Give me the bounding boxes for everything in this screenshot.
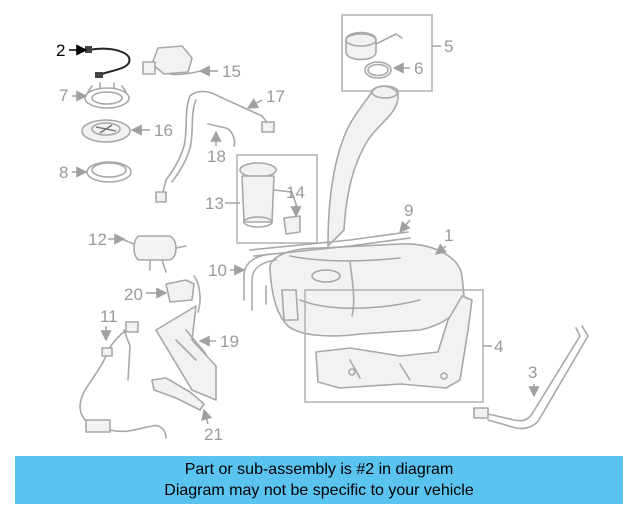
part-18-vent-hose xyxy=(155,90,275,203)
callout-17: 17 xyxy=(246,87,285,109)
svg-text:8: 8 xyxy=(59,163,68,182)
svg-text:14: 14 xyxy=(286,183,305,202)
callout-2: 2 xyxy=(56,41,88,60)
callout-21: 21 xyxy=(201,408,223,444)
part-2-wire-harness xyxy=(85,46,131,78)
svg-text:10: 10 xyxy=(208,261,227,280)
callout-15: 15 xyxy=(198,62,241,81)
part-21-sensor xyxy=(151,377,205,411)
info-banner: Part or sub-assembly is #2 in diagram Di… xyxy=(15,456,623,504)
part-12-fuel-filter xyxy=(123,235,187,273)
callout-5: 5 xyxy=(444,37,453,56)
svg-text:5: 5 xyxy=(444,37,453,56)
svg-text:18: 18 xyxy=(207,147,226,166)
part-20-bracket xyxy=(165,275,201,313)
callout-7: 7 xyxy=(59,86,88,105)
callout-16: 16 xyxy=(130,121,173,140)
banner-line-2: Diagram may not be specific to your vehi… xyxy=(164,482,474,499)
callout-12: 12 xyxy=(88,230,126,249)
callout-13: 13 xyxy=(205,194,240,213)
callout-19: 19 xyxy=(198,332,239,351)
part-15-connector xyxy=(142,45,207,76)
part-13-box xyxy=(236,154,318,244)
part-10-fuel-lines xyxy=(243,253,277,311)
svg-text:1: 1 xyxy=(444,226,453,245)
part-19-shield xyxy=(155,305,217,401)
svg-text:9: 9 xyxy=(404,201,413,220)
svg-text:7: 7 xyxy=(59,86,68,105)
part-3-strap xyxy=(473,325,589,430)
svg-text:11: 11 xyxy=(100,307,118,326)
callout-18: 18 xyxy=(207,130,226,166)
callout-6: 6 xyxy=(392,59,423,78)
part-7-lock-ring xyxy=(84,82,130,109)
part-filler-neck xyxy=(327,85,399,247)
callout-1: 1 xyxy=(434,226,453,255)
svg-text:6: 6 xyxy=(414,59,423,78)
part-16-plate xyxy=(81,119,131,143)
part-5-box xyxy=(341,14,441,92)
svg-text:12: 12 xyxy=(88,230,107,249)
svg-text:15: 15 xyxy=(222,62,241,81)
callout-20: 20 xyxy=(124,285,168,304)
callout-9: 9 xyxy=(399,201,413,234)
svg-text:16: 16 xyxy=(154,121,173,140)
part-1-fuel-tank xyxy=(249,231,465,337)
banner-line-1: Part or sub-assembly is #2 in diagram xyxy=(184,461,454,478)
svg-text:13: 13 xyxy=(205,194,224,213)
part-4-heat-shield xyxy=(304,289,492,403)
svg-text:17: 17 xyxy=(266,87,285,106)
callout-11: 11 xyxy=(100,307,118,342)
callout-8: 8 xyxy=(59,163,88,182)
callout-14: 14 xyxy=(286,183,305,218)
callout-3: 3 xyxy=(528,363,540,398)
svg-text:3: 3 xyxy=(528,363,537,382)
svg-text:2: 2 xyxy=(56,41,65,60)
svg-text:20: 20 xyxy=(124,285,143,304)
callout-4: 4 xyxy=(494,337,503,356)
svg-text:4: 4 xyxy=(494,337,503,356)
part-11-harness xyxy=(79,321,167,439)
callout-10: 10 xyxy=(208,261,246,280)
svg-text:21: 21 xyxy=(204,425,223,444)
parts-diagram: 2 15 7 16 8 xyxy=(56,14,589,444)
part-8-gasket xyxy=(86,161,132,183)
svg-text:19: 19 xyxy=(220,332,239,351)
